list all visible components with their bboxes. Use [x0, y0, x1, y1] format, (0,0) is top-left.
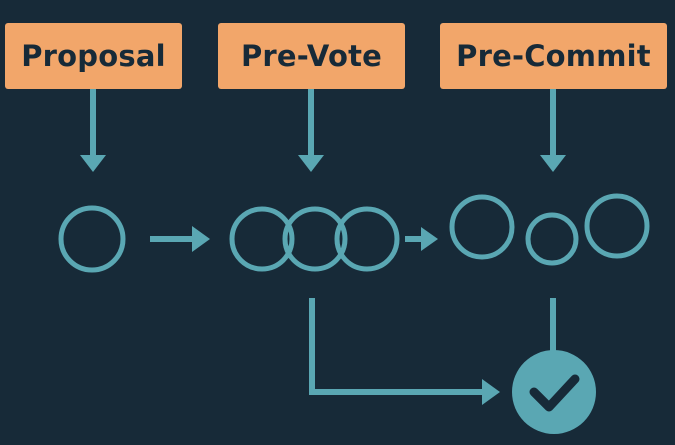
- stage-label-precommit: Pre-Commit: [440, 23, 667, 89]
- precommit-node-2: [525, 212, 579, 266]
- prevote-node-2: [282, 206, 348, 272]
- precommit-node-1: [449, 194, 515, 260]
- stage-label-prevote: Pre-Vote: [218, 23, 405, 89]
- down-arrow-proposal: [80, 89, 106, 172]
- stage-label-prevote-text: Pre-Vote: [240, 39, 383, 73]
- stage-label-proposal: Proposal: [5, 23, 182, 89]
- arrow-proposal-to-prevote: [150, 226, 210, 252]
- prevote-node-1: [229, 206, 295, 272]
- arrow-prevote-to-precommit: [405, 227, 438, 251]
- down-arrow-prevote: [298, 89, 324, 172]
- down-arrow-precommit: [540, 89, 566, 172]
- prevote-node-3: [334, 206, 400, 272]
- check-circle-icon: [512, 350, 596, 434]
- stage-label-proposal-text: Proposal: [21, 39, 166, 73]
- precommit-node-3: [584, 193, 650, 259]
- proposal-node: [58, 205, 126, 273]
- stage-label-precommit-text: Pre-Commit: [456, 39, 651, 73]
- connector-prevote-to-commit: [309, 298, 500, 405]
